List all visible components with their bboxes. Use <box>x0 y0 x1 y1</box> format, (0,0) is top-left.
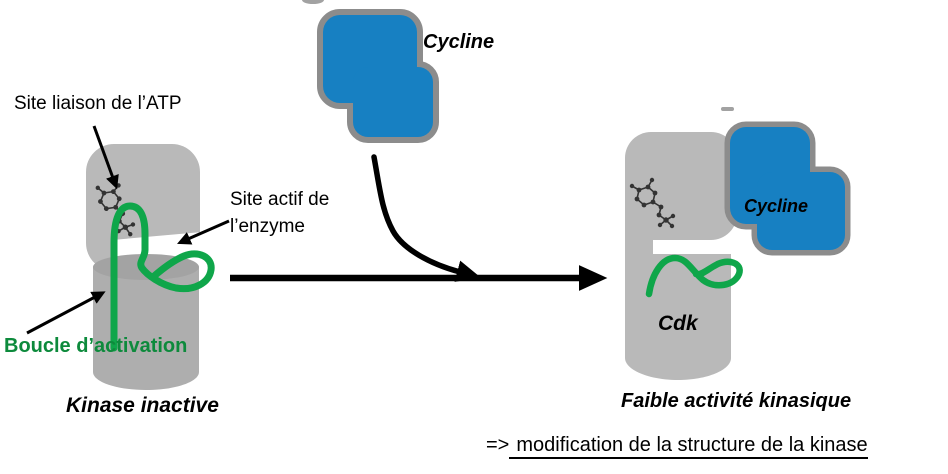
weak-activity-caption: Faible activité kinasique <box>621 390 852 412</box>
kinase-inactive-caption: Kinase inactive <box>66 394 219 417</box>
activation-loop-left <box>110 202 215 352</box>
active-site-label: Site actif de l’enzyme <box>230 186 329 240</box>
crop-artifact-right <box>721 107 734 111</box>
active-site-label-line2: l’enzyme <box>230 216 305 237</box>
cdk-label: Cdk <box>658 312 698 335</box>
conclusion-text: modification de la structure de la kinas… <box>509 434 868 459</box>
arrow-to-active-site <box>177 219 230 245</box>
arrow-to-activation-loop <box>26 291 106 335</box>
conclusion-line: =>modification de la structure de la kin… <box>486 434 868 459</box>
cyclin-bound-shape <box>724 121 851 256</box>
cyclin-binding-arrow <box>371 154 481 282</box>
activation-loop-label: Boucle d’activation <box>4 335 188 357</box>
atp-binding-site-label: Site liaison de l’ATP <box>14 93 182 114</box>
cyclin-free-shape <box>317 9 439 143</box>
conclusion-arrow-prefix: => <box>486 434 510 456</box>
activation-loop-right <box>645 254 743 298</box>
crop-artifact-top <box>302 0 324 4</box>
cyclin-bound-label: Cycline <box>744 196 809 216</box>
cyclin-free-label: Cycline <box>423 31 495 53</box>
arrow-to-atp-site <box>92 125 119 190</box>
active-site-label-line1: Site actif de <box>230 189 330 210</box>
